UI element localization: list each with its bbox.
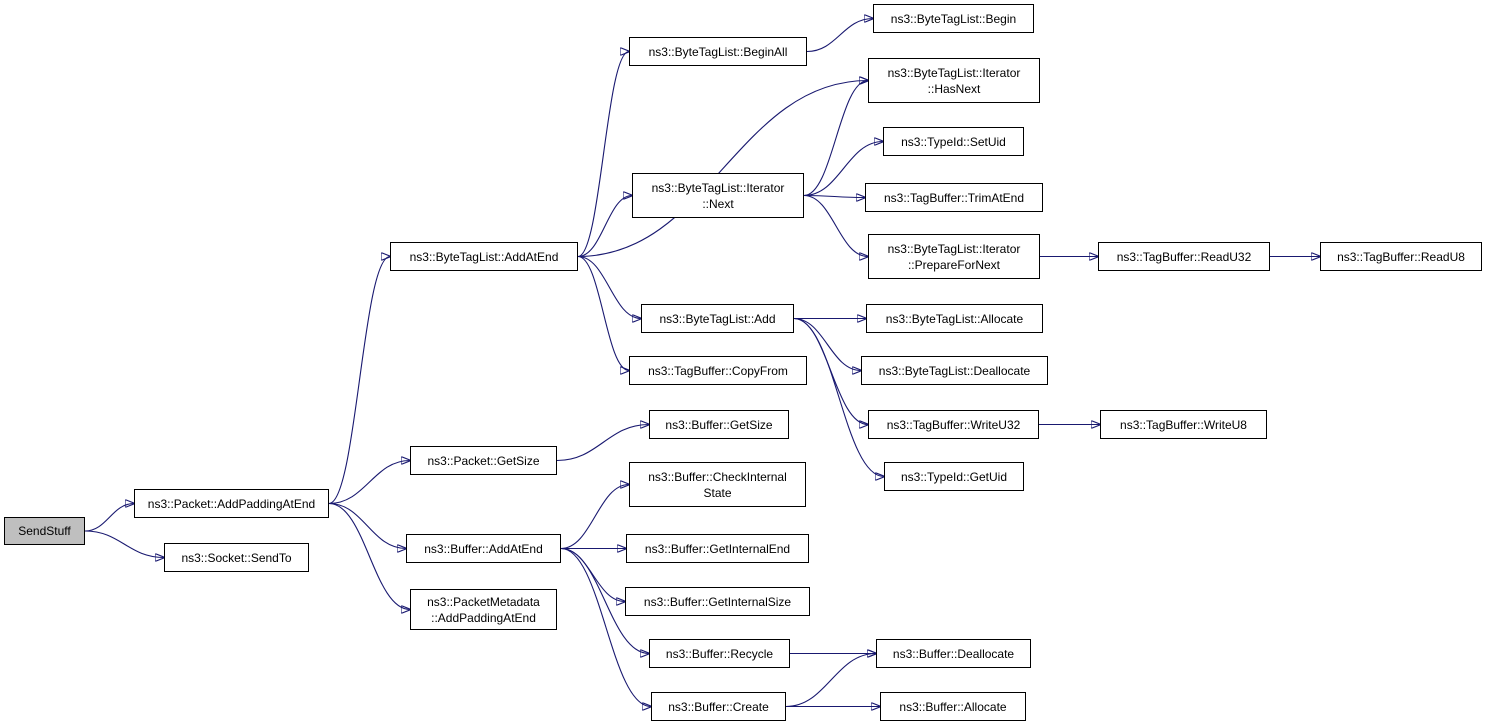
node-buffer-deallocate[interactable]: ns3::Buffer::Deallocate [876,639,1031,668]
node-label-line: ns3::Buffer::GetInternalSize [643,594,792,609]
call-edge [577,52,629,258]
node-byte-tag-list-deallocate[interactable]: ns3::ByteTagList::Deallocate [861,356,1048,385]
node-byte-tag-list-begin[interactable]: ns3::ByteTagList::Begin [873,4,1034,33]
node-label-line: ns3::TagBuffer::ReadU8 [1337,249,1465,264]
node-buffer-add-at-end[interactable]: ns3::Buffer::AddAtEnd [406,534,561,563]
node-label-line: State [703,485,732,500]
node-label-line: ns3::Buffer::Recycle [665,646,774,661]
call-edge [803,196,865,198]
node-label-line: ns3::Buffer::AddAtEnd [424,541,543,556]
call-edge [560,547,625,602]
call-edge [560,547,651,707]
node-label-line: ::Next [702,196,734,211]
call-edge [328,461,410,505]
node-buffer-recycle[interactable]: ns3::Buffer::Recycle [649,639,790,668]
node-label-line: ns3::TagBuffer::TrimAtEnd [883,190,1025,205]
node-byte-tag-list-add-at-end[interactable]: ns3::ByteTagList::AddAtEnd [390,242,578,271]
node-tag-buffer-read-u32[interactable]: ns3::TagBuffer::ReadU32 [1098,242,1270,271]
call-edge [577,255,641,319]
node-byte-tag-list-iterator-prepare-for-next[interactable]: ns3::ByteTagList::Iterator::PrepareForNe… [868,234,1040,279]
call-edge [328,502,406,549]
node-byte-tag-list-iterator-next[interactable]: ns3::ByteTagList::Iterator::Next [632,173,804,218]
node-buffer-create[interactable]: ns3::Buffer::Create [651,692,786,721]
call-edge [803,142,883,197]
call-edge [793,317,861,371]
call-edge [806,19,873,53]
node-label-line: ns3::ByteTagList::Iterator [887,65,1021,80]
call-edge [577,81,868,258]
node-label-line: ns3::ByteTagList::Deallocate [878,363,1031,378]
node-packet-metadata-add-padding-at-end[interactable]: ns3::PacketMetadata::AddPaddingAtEnd [410,589,557,630]
node-byte-tag-list-iterator-has-next[interactable]: ns3::ByteTagList::Iterator::HasNext [868,58,1040,103]
node-packet-get-size[interactable]: ns3::Packet::GetSize [410,446,557,475]
node-tag-buffer-trim-at-end[interactable]: ns3::TagBuffer::TrimAtEnd [865,183,1043,212]
node-tag-buffer-read-u8[interactable]: ns3::TagBuffer::ReadU8 [1320,242,1482,271]
call-edge [793,317,884,477]
call-edge [803,81,868,197]
node-label-line: ns3::ByteTagList::Allocate [885,311,1024,326]
call-edge [84,530,164,558]
node-byte-tag-list-add[interactable]: ns3::ByteTagList::Add [641,304,794,333]
node-label-line: ns3::ByteTagList::BeginAll [648,44,788,59]
node-label-line: ns3::TagBuffer::ReadU32 [1116,249,1252,264]
call-edge [328,257,390,505]
node-label-line: ns3::ByteTagList::Iterator [651,180,785,195]
node-socket-send-to[interactable]: ns3::Socket::SendTo [164,543,309,572]
node-label-line: ns3::Socket::SendTo [181,550,292,565]
node-label-line: ns3::ByteTagList::AddAtEnd [409,249,559,264]
call-edge [560,547,649,654]
call-edge [577,196,632,258]
node-packet-add-padding-at-end[interactable]: ns3::Packet::AddPaddingAtEnd [134,489,329,518]
call-edge [328,502,410,610]
call-edge [84,504,134,532]
call-edge [560,485,629,550]
node-label-line: ns3::PacketMetadata [427,594,540,609]
node-label-line: ns3::ByteTagList::Iterator [887,241,1021,256]
node-buffer-get-internal-size[interactable]: ns3::Buffer::GetInternalSize [625,587,810,616]
node-tag-buffer-write-u32[interactable]: ns3::TagBuffer::WriteU32 [868,410,1039,439]
node-label-line: ns3::Buffer::Create [668,699,769,714]
node-buffer-allocate[interactable]: ns3::Buffer::Allocate [880,692,1026,721]
node-buffer-get-size[interactable]: ns3::Buffer::GetSize [649,410,789,439]
node-label-line: ns3::ByteTagList::Add [659,311,776,326]
node-label-line: ns3::Buffer::Deallocate [892,646,1015,661]
call-edge [556,425,649,462]
node-label-line: ns3::TypeId::GetUid [900,469,1008,484]
node-label-line: ns3::TagBuffer::CopyFrom [648,363,788,378]
node-send-stuff: SendStuff [4,517,85,545]
node-label-line: ns3::TagBuffer::WriteU32 [886,417,1021,432]
node-label-line: ns3::Buffer::Allocate [899,699,1007,714]
node-label-line: ns3::ByteTagList::Begin [890,11,1017,26]
node-byte-tag-list-begin-all[interactable]: ns3::ByteTagList::BeginAll [629,37,807,66]
node-label-line: ::AddPaddingAtEnd [431,610,536,625]
node-label-line: ::PrepareForNext [907,257,1001,272]
node-label-line: ns3::Buffer::GetSize [665,417,773,432]
node-tag-buffer-write-u8[interactable]: ns3::TagBuffer::WriteU8 [1100,410,1267,439]
call-edge [803,194,868,257]
node-label-line: ns3::Buffer::GetInternalEnd [644,541,791,556]
call-edge [785,654,876,708]
node-byte-tag-list-allocate[interactable]: ns3::ByteTagList::Allocate [866,304,1043,333]
node-label-line: ns3::TypeId::SetUid [901,134,1006,149]
node-label-line: ns3::Packet::AddPaddingAtEnd [147,496,316,511]
node-label-line: SendStuff [18,524,71,538]
node-type-id-get-uid[interactable]: ns3::TypeId::GetUid [884,462,1024,491]
node-label-line: ns3::Packet::GetSize [427,453,540,468]
call-edge [577,255,629,371]
node-buffer-get-internal-end[interactable]: ns3::Buffer::GetInternalEnd [626,534,809,563]
node-label-line: ns3::Buffer::CheckInternal [648,469,787,484]
node-type-id-set-uid[interactable]: ns3::TypeId::SetUid [883,127,1024,156]
node-label-line: ::HasNext [927,81,981,96]
node-label-line: ns3::TagBuffer::WriteU8 [1120,417,1247,432]
node-tag-buffer-copy-from[interactable]: ns3::TagBuffer::CopyFrom [629,356,807,385]
